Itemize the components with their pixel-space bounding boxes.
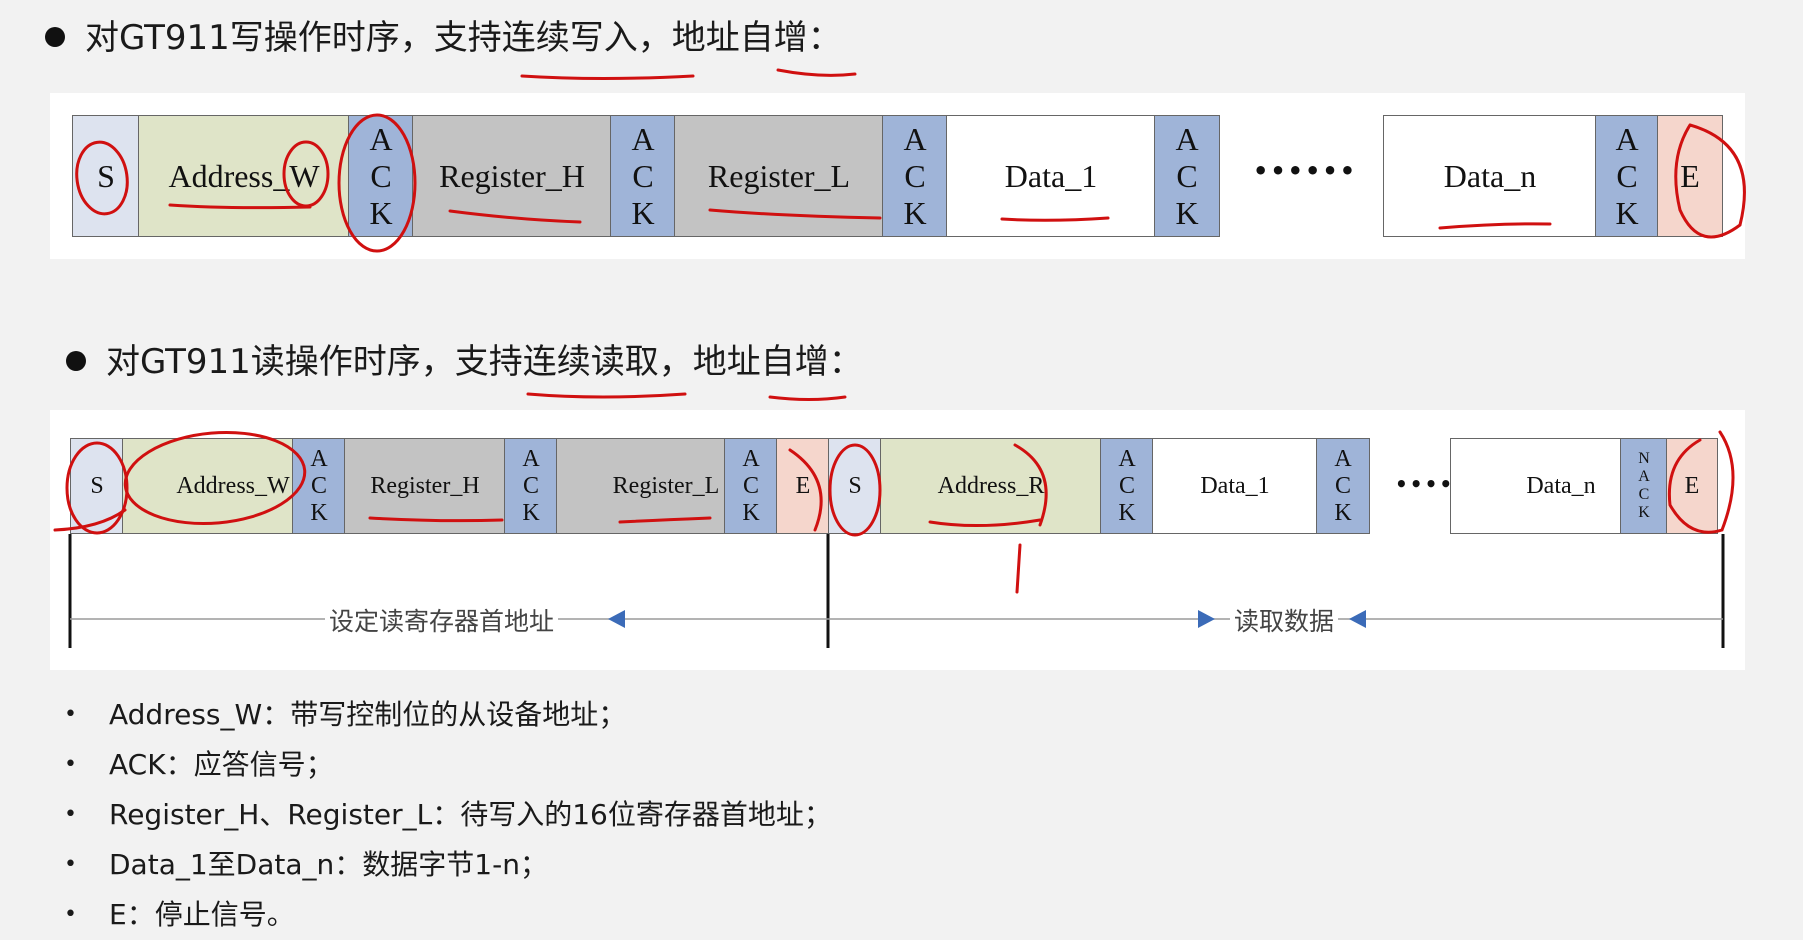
data-1-cell: Data_1 [946,115,1156,237]
start-cell: S [72,115,140,237]
stop-cell: E [776,438,830,534]
write-heading: 对GT911写操作时序，支持连续写入，地址自增： [45,18,842,58]
list-item: •Address_W：带写控制位的从设备地址； [64,698,627,731]
stop-cell: E [1657,115,1723,237]
list-item: •Data_1至Data_n：数据字节1-n； [64,848,548,881]
register-h-cell: Register_H [344,438,506,534]
span-label-set-address: 设定读寄存器首地址 [325,602,559,638]
bullet-dot-icon [66,350,86,371]
register-l-cell: Register_L [674,115,884,237]
start-cell: S [828,438,882,534]
continuation-dots: •••••• [1253,157,1358,185]
notes-list: •Address_W：带写控制位的从设备地址； •ACK：应答信号； •Regi… [62,690,832,940]
address-w-cell: Address_W [138,115,350,237]
data-1-cell: Data_1 [1152,438,1318,534]
list-item: •E：停止信号。 [64,898,295,931]
register-h-cell: Register_H [412,115,612,237]
start-cell: S [70,438,124,534]
list-item: •ACK：应答信号； [64,748,334,781]
read-heading: 对GT911读操作时序，支持连续读取，地址自增： [66,342,863,382]
bullet-dot-icon [45,26,65,47]
write-heading-text: 对GT911写操作时序，支持连续写入，地址自增： [85,18,842,58]
address-r-cell: Address_R [880,438,1102,534]
span-label-read-data: 读取数据 [1230,602,1339,638]
read-heading-text: 对GT911读操作时序，支持连续读取，地址自增： [106,342,863,382]
data-n-cell: Data_n [1383,115,1597,237]
list-item: •Register_H、Register_L：待写入的16位寄存器首地址； [64,798,832,831]
stop-cell: E [1666,438,1718,534]
